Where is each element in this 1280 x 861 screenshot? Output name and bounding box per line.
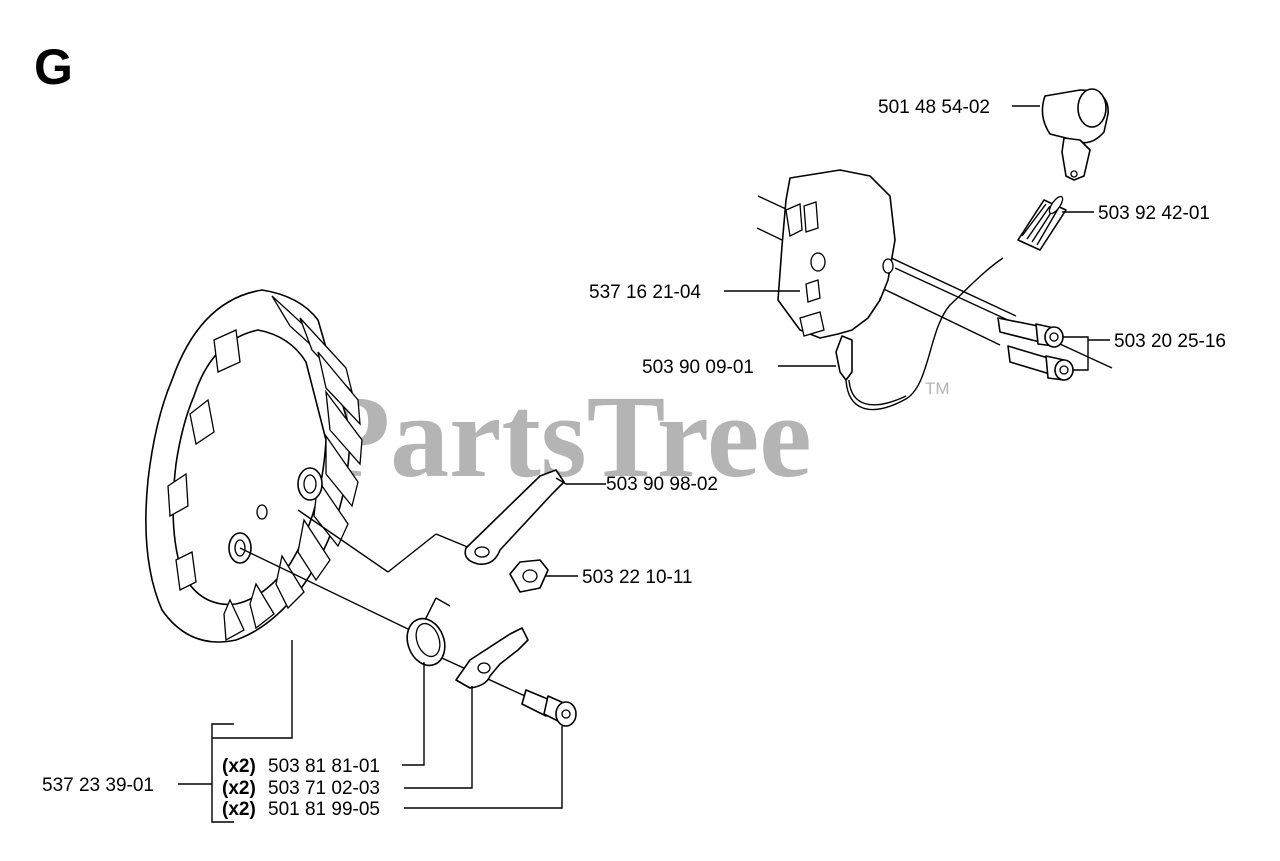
kit-item-qty: (x2) (222, 756, 256, 777)
kit-item-part: 501 81 99-05 (268, 799, 380, 820)
kit-item-part: 503 71 02-03 (268, 778, 380, 799)
ring-drawing (406, 617, 446, 667)
watermark: PartsTree TM (318, 371, 950, 502)
kit-item-qty: (x2) (222, 778, 256, 799)
callout-nut: 503 22 10-11 (582, 567, 693, 588)
leader-lines (178, 105, 1110, 823)
ignition-module-drawing (756, 169, 1113, 411)
section-letter: G (34, 39, 73, 95)
spring-drawing (1017, 195, 1067, 251)
spark-cap-drawing (1041, 88, 1109, 181)
callout-spring: 503 92 42-01 (1098, 203, 1210, 224)
pawl-drawing (455, 627, 529, 689)
callout-screws: 503 20 25-16 (1114, 331, 1226, 352)
flywheel-drawing (145, 289, 561, 713)
kit-item-part: 503 81 81-01 (268, 756, 380, 777)
shoulder-screw-drawing (521, 689, 577, 727)
stop-plate-drawing (464, 469, 565, 566)
callout-ignition-module: 537 16 21-04 (589, 282, 701, 303)
watermark-trademark: TM (925, 379, 950, 398)
callout-flywheel-kit: 537 23 39-01 (42, 775, 154, 796)
screws-drawing (997, 317, 1074, 381)
watermark-text: PartsTree (318, 371, 812, 502)
kit-item-qty: (x2) (222, 799, 256, 820)
callout-spark-cap: 501 48 54-02 (878, 97, 990, 118)
callout-cable-clip: 503 90 09-01 (642, 357, 754, 378)
callout-stop-plate: 503 90 98-02 (606, 474, 718, 495)
nut-drawing (509, 559, 549, 593)
